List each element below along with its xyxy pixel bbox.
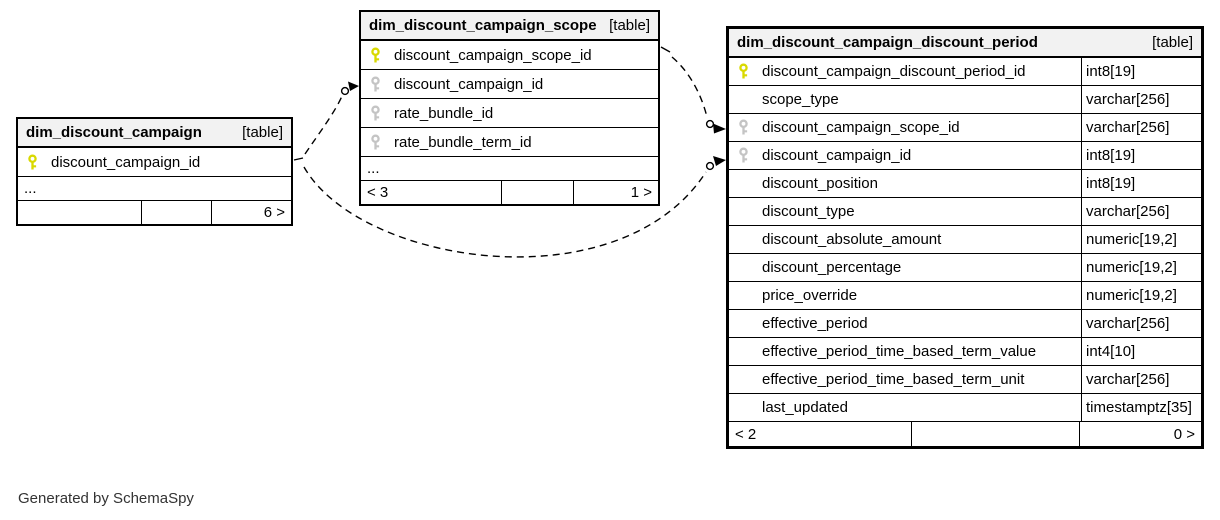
table-header[interactable]: dim_discount_campaign [table] [18,119,291,147]
table-footer: < 2 0 > [729,421,1201,446]
column-row: discount_type varchar[256] [729,197,1201,225]
column-row: discount_campaign_discount_period_id int… [729,57,1201,85]
column-name: discount_position [762,175,878,192]
column-name: effective_period_time_based_term_unit [762,371,1025,388]
column-name: effective_period [762,315,868,332]
column-row: discount_percentage numeric[19,2] [729,253,1201,281]
column-name: discount_percentage [762,259,902,276]
column-name: last_updated [762,399,848,416]
column-name: discount_absolute_amount [762,231,942,248]
column-name: effective_period_time_based_term_value [762,343,1037,360]
table-dim-discount-campaign[interactable]: dim_discount_campaign [table] discount_c… [16,117,293,226]
generator-note: Generated by SchemaSpy [18,490,194,507]
foreign-key-icon [370,76,381,93]
foreign-key-icon [738,147,749,164]
footer-mid [141,201,211,224]
column-type: varchar[256] [1081,114,1201,141]
column-row: effective_period_time_based_term_unit va… [729,365,1201,393]
footer-children: 0 > [1079,422,1201,446]
column-name: discount_campaign_scope_id [394,46,592,64]
table-name: dim_discount_campaign [26,124,202,141]
ellipsis-row: ... [361,156,658,180]
table-tag: [table] [609,17,650,34]
edge-circle [705,161,715,171]
primary-key-icon [370,47,381,64]
column-type: timestamptz[35] [1081,394,1201,421]
column-row: price_override numeric[19,2] [729,281,1201,309]
primary-key-icon [27,154,38,171]
column-name: discount_campaign_scope_id [762,119,960,136]
column-name: discount_campaign_id [394,75,544,93]
column-name: scope_type [762,91,839,108]
column-row: discount_campaign_scope_id [361,40,658,69]
table-footer: 6 > [18,200,291,224]
column-type: numeric[19,2] [1081,254,1201,281]
foreign-key-icon [370,105,381,122]
table-name: dim_discount_campaign_scope [369,17,597,34]
table-dim-discount-campaign-scope[interactable]: dim_discount_campaign_scope [table] disc… [359,10,660,206]
ellipsis-row: ... [18,176,291,200]
table-footer: < 3 1 > [361,180,658,204]
column-row: discount_campaign_scope_id varchar[256] [729,113,1201,141]
column-row: rate_bundle_term_id [361,127,658,156]
column-name: discount_campaign_id [762,147,912,164]
column-type: int4[10] [1081,338,1201,365]
column-row: last_updated timestamptz[35] [729,393,1201,421]
column-type: int8[19] [1081,142,1201,169]
column-type: numeric[19,2] [1081,282,1201,309]
column-row: rate_bundle_id [361,98,658,127]
column-type: varchar[256] [1081,198,1201,225]
column-type: int8[19] [1081,58,1201,85]
footer-mid [501,181,573,204]
edge-period-to-scope [660,46,726,134]
edge-circle [705,119,715,129]
column-type: varchar[256] [1081,86,1201,113]
column-row: effective_period varchar[256] [729,309,1201,337]
foreign-key-icon [738,119,749,136]
column-row: discount_position int8[19] [729,169,1201,197]
column-row: discount_campaign_id [18,147,291,176]
table-dim-discount-campaign-discount-period[interactable]: dim_discount_campaign_discount_period [t… [726,26,1204,449]
footer-parents [18,201,141,224]
primary-key-icon [738,63,749,80]
column-name: discount_type [762,203,855,220]
column-row: discount_campaign_id [361,69,658,98]
column-name: rate_bundle_id [394,104,494,122]
column-row: effective_period_time_based_term_value i… [729,337,1201,365]
edge-arrowhead [713,123,726,134]
foreign-key-icon [370,134,381,151]
column-name: discount_campaign_id [51,153,201,171]
column-name: rate_bundle_term_id [394,133,532,151]
edge-circle [340,86,350,96]
footer-children: 6 > [211,201,291,224]
edge-arrowhead [348,81,359,91]
column-type: varchar[256] [1081,366,1201,393]
edge-scope-to-campaign [293,81,359,161]
table-tag: [table] [242,124,283,141]
footer-parents: < 2 [735,425,757,443]
column-row: discount_absolute_amount numeric[19,2] [729,225,1201,253]
footer-parents: < 3 [367,184,389,201]
footer-children: 1 > [573,181,658,204]
column-name: discount_campaign_discount_period_id [762,63,1026,80]
column-name: price_override [762,287,858,304]
table-name: dim_discount_campaign_discount_period [737,34,1038,51]
column-type: int8[19] [1081,170,1201,197]
column-type: varchar[256] [1081,310,1201,337]
column-row: scope_type varchar[256] [729,85,1201,113]
column-row: discount_campaign_id int8[19] [729,141,1201,169]
edge-arrowhead [713,156,726,166]
table-header[interactable]: dim_discount_campaign_scope [table] [361,12,658,40]
footer-mid [911,422,1079,446]
column-type: numeric[19,2] [1081,226,1201,253]
table-header[interactable]: dim_discount_campaign_discount_period [t… [729,29,1201,57]
table-tag: [table] [1152,34,1193,51]
